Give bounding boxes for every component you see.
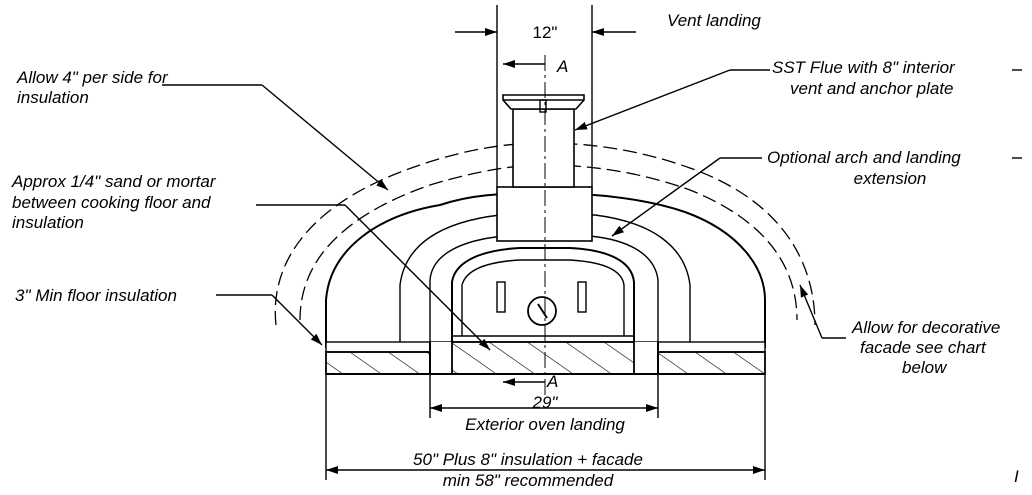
floor-assembly [325,341,766,375]
floor-insulation-callout: 3" Min floor insulation [15,286,323,346]
vent-width-dimension: 12" [455,5,636,187]
landing-width-dimension: 29" Exterior oven landing [429,374,659,434]
insulation-side-line2: insulation [17,88,89,107]
sand-label-line3: insulation [12,213,84,232]
sand-callout: Approx 1/4" sand or mortar between cooki… [11,172,491,351]
overall-label-line2: min 58" recommended [443,471,614,490]
section-mark-top: A [503,57,568,76]
arch-callout: Optional arch and landing extension [611,148,1022,237]
sand-label-line1: Approx 1/4" sand or mortar [11,172,217,191]
landing-width-label: 29" [532,393,559,412]
flue-label-line1: SST Flue with 8" interior [772,58,956,77]
overall-label-line1: 50" Plus 8" insulation + facade [413,450,643,469]
sand-label-line2: between cooking floor and [12,193,211,212]
facade-callout: Allow for decorative facade see chart be… [799,284,1000,377]
facade-label-line2: facade see chart [860,338,987,357]
insulation-side-callout: Allow 4" per side for insulation [16,68,389,191]
section-mark-bottom: A [503,372,558,391]
overall-dimension: 50" Plus 8" insulation + facade min 58" … [325,374,766,490]
insulation-side-line1: Allow 4" per side for [16,68,169,87]
section-label-bottom: A [546,372,558,391]
facade-label-line3: below [902,358,948,377]
landing-caption: Exterior oven landing [465,415,625,434]
flue-callout: SST Flue with 8" interior vent and ancho… [574,58,1022,131]
thermometer-gauge-icon [527,296,557,326]
arch-label-line1: Optional arch and landing [767,148,961,167]
section-label-top: A [556,57,568,76]
arch-label-line2: extension [854,169,927,188]
vent-width-label: 12" [533,23,558,42]
vent-landing-label: Vent landing [667,11,761,30]
facade-label-line1: Allow for decorative [851,318,1000,337]
flue-pipe [502,94,585,188]
corner-mark: I [1014,467,1019,486]
floor-insulation-label: 3" Min floor insulation [15,286,177,305]
flue-label-line2: vent and anchor plate [790,79,954,98]
